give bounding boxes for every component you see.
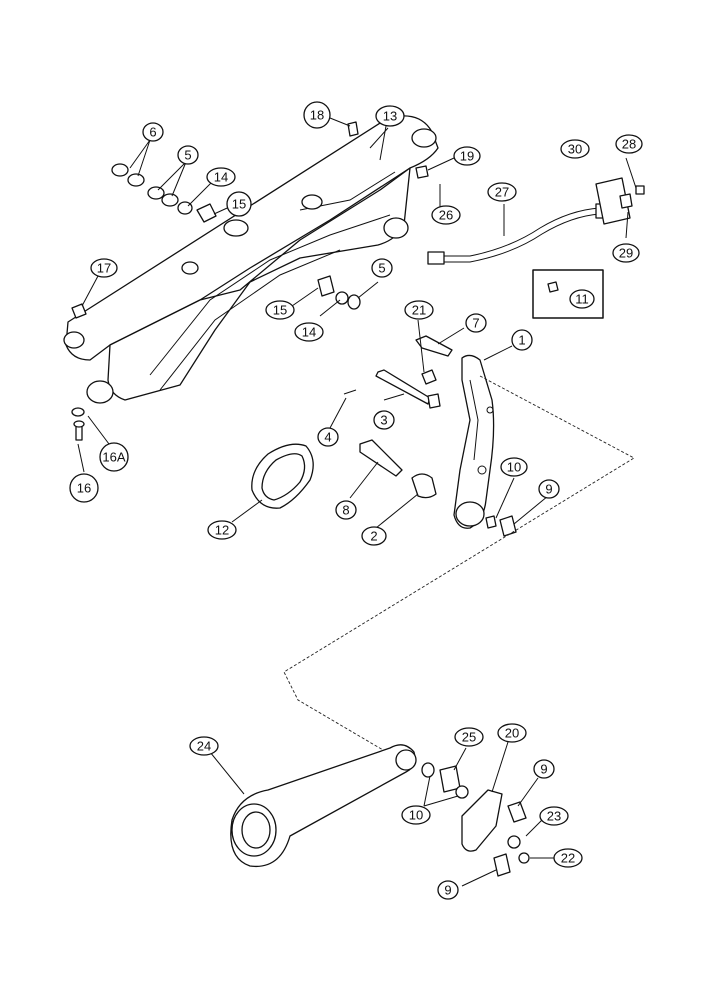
svg-text:8: 8: [342, 503, 349, 518]
svg-text:29: 29: [619, 246, 633, 261]
svg-text:5: 5: [378, 261, 385, 276]
callout-9-low-right: 9: [533, 759, 555, 779]
hydraulic-hose: [427, 177, 645, 265]
callout-19: 19: [453, 146, 481, 166]
callout-23: 23: [539, 806, 569, 826]
svg-text:16: 16: [77, 481, 91, 496]
callout-11: 11: [569, 289, 595, 309]
callout-2: 2: [361, 526, 387, 546]
svg-text:22: 22: [561, 851, 575, 866]
callout-27: 27: [487, 182, 517, 202]
svg-text:25: 25: [462, 730, 476, 745]
svg-text:17: 17: [97, 261, 111, 276]
connector-line: [283, 375, 635, 761]
svg-text:10: 10: [409, 808, 423, 823]
svg-text:3: 3: [380, 413, 387, 428]
callout-15-lower: 15: [265, 300, 295, 320]
callout-16a: 16A: [99, 442, 129, 472]
svg-text:24: 24: [197, 739, 211, 754]
svg-text:10: 10: [507, 460, 521, 475]
svg-text:14: 14: [214, 170, 228, 185]
callout-14-lower: 14: [294, 322, 324, 342]
svg-text:16A: 16A: [102, 450, 125, 465]
callout-29: 29: [612, 243, 640, 263]
callout-21: 21: [404, 300, 434, 320]
lower-hardware: [421, 762, 530, 877]
callout-9-mid: 9: [538, 479, 560, 499]
washers-upper: [111, 163, 217, 223]
svg-text:15: 15: [273, 303, 287, 318]
callout-30: 30: [560, 139, 590, 159]
svg-text:9: 9: [540, 762, 547, 777]
bolt-16-parts: [71, 303, 87, 441]
svg-text:23: 23: [547, 809, 561, 824]
callout-9-bottom: 9: [437, 880, 459, 900]
callout-7: 7: [465, 313, 487, 333]
callout-4: 4: [317, 427, 339, 447]
svg-text:21: 21: [412, 303, 426, 318]
lever-arm: [453, 354, 495, 529]
svg-text:9: 9: [545, 482, 552, 497]
callout-26: 26: [431, 205, 461, 225]
callout-14-upper: 14: [206, 167, 236, 187]
callout-3: 3: [373, 410, 395, 430]
callout-15-upper: 15: [226, 191, 252, 217]
washers-lower: [317, 275, 361, 310]
svg-text:14: 14: [302, 325, 316, 340]
svg-text:19: 19: [460, 149, 474, 164]
svg-text:26: 26: [439, 208, 453, 223]
svg-text:12: 12: [215, 523, 229, 538]
svg-text:30: 30: [568, 142, 582, 157]
detail-box: [532, 269, 604, 319]
callout-22: 22: [553, 848, 583, 868]
callout-10-low: 10: [401, 805, 431, 825]
svg-text:27: 27: [495, 185, 509, 200]
svg-text:5: 5: [184, 148, 191, 163]
svg-text:2: 2: [370, 529, 377, 544]
callout-10-mid: 10: [500, 457, 528, 477]
bolt-18-parts: [347, 121, 429, 179]
callout-8: 8: [335, 500, 357, 520]
callout-20: 20: [497, 723, 527, 743]
callout-5-upper: 5: [177, 145, 199, 165]
callout-28: 28: [615, 134, 643, 154]
svg-text:1: 1: [518, 333, 525, 348]
svg-text:6: 6: [149, 125, 156, 140]
callout-6: 6: [142, 122, 164, 142]
callout-24: 24: [189, 736, 219, 756]
callout-25: 25: [454, 727, 484, 747]
callout-17: 17: [90, 258, 118, 278]
svg-text:11: 11: [575, 292, 589, 307]
svg-text:28: 28: [622, 137, 636, 152]
svg-text:4: 4: [324, 430, 331, 445]
svg-text:18: 18: [310, 108, 324, 123]
callout-16: 16: [69, 473, 99, 503]
svg-text:9: 9: [444, 883, 451, 898]
bolts-middle: [343, 335, 517, 537]
svg-text:7: 7: [472, 316, 479, 331]
callout-1: 1: [511, 329, 533, 351]
axle-frame: [63, 115, 439, 404]
callout-13: 13: [375, 105, 405, 127]
svg-text:20: 20: [505, 726, 519, 741]
callout-18: 18: [303, 101, 331, 129]
callout-12: 12: [207, 520, 237, 540]
seal-ring: [251, 443, 314, 509]
svg-text:15: 15: [232, 197, 246, 212]
callout-5-lower: 5: [371, 258, 393, 278]
svg-text:13: 13: [383, 109, 397, 124]
connecting-rod: [230, 744, 417, 868]
